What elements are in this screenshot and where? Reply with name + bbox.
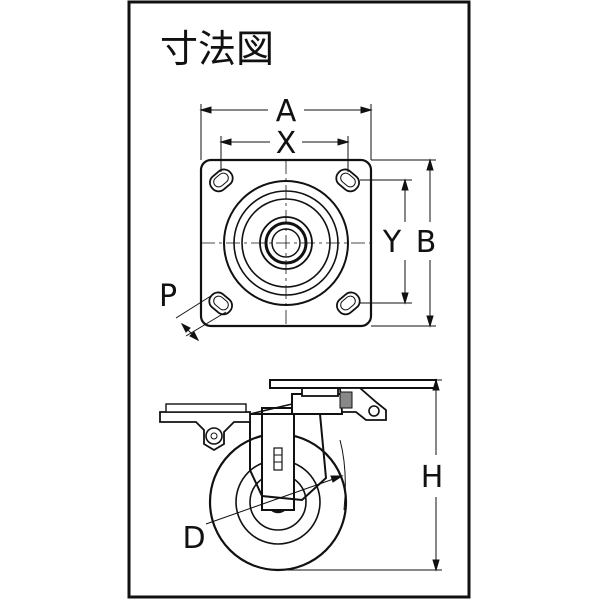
dimension-label-y: Y [382, 225, 402, 260]
brake-rod [249, 403, 293, 415]
dimension-label-h: H [421, 460, 444, 495]
bolt-hole-bottom-right [336, 291, 361, 316]
brake-pedal-tread [165, 403, 247, 413]
dimension-d [205, 475, 344, 525]
swivel-head [291, 393, 343, 415]
side-mounting-plate [269, 379, 437, 389]
bolt-hole-top-right [335, 168, 360, 193]
dimension-h [278, 378, 442, 572]
dimension-label-d: D [182, 521, 205, 556]
brake-pedal [159, 411, 251, 452]
dimension-label-a: A [276, 94, 297, 129]
top-view [199, 158, 373, 328]
dimension-x [219, 136, 350, 172]
stopper-pivot [368, 405, 380, 417]
dimension-label-p: P [159, 279, 177, 314]
bolt-hole-top-left [209, 168, 234, 193]
fork-slot [273, 447, 283, 471]
stopper-pad [339, 391, 353, 409]
brake-pivot [205, 427, 223, 445]
dimension-p [175, 293, 227, 342]
dimension-a [199, 104, 373, 160]
drawing-title: 寸法図 [160, 27, 274, 71]
dimension-y [360, 178, 412, 305]
dimension-label-b: B [416, 225, 437, 260]
fork-leg [261, 407, 295, 511]
dimension-label-x: X [276, 126, 297, 161]
dimension-b [371, 158, 436, 328]
